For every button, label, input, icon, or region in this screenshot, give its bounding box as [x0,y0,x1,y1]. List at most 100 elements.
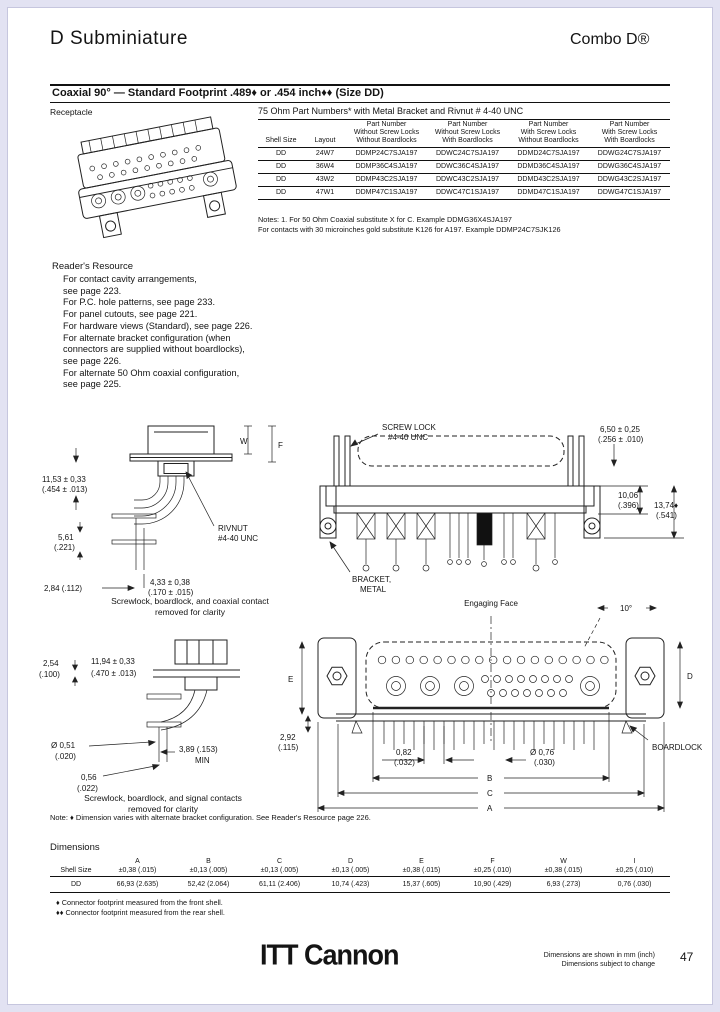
dim-label: (.170 ± .015) [148,588,194,597]
rear-view-drawing: SCREW LOCK #4-40 UNC 6,50 ± 0,25 (.256 ±… [319,423,684,594]
dim-letter-b: B [487,774,492,783]
col-dim-w: W±0,38 (.015) [528,857,599,877]
rr-item: For hardware views (Standard), see page … [63,320,253,331]
footnote-rear-shell: ♦♦ Connector footprint measured from the… [56,907,225,917]
rr-item: see page 223. [63,285,122,296]
dimensions-heading: Dimensions [50,842,100,853]
receptacle-label: Receptacle [50,107,93,117]
footer-disclaimer: Dimensions are shown in mm (inch) Dimens… [543,952,655,968]
dim-label: (.470 ± .013) [91,669,137,678]
receptacle-drawing [77,116,237,239]
doc-title-left: D Subminiature [50,28,188,49]
dim-label: 3,89 (.153) [179,745,218,754]
page-number: 47 [680,950,694,964]
col-dim-i: I±0,25 (.010) [599,857,670,877]
parts-table-title: 75 Ohm Part Numbers* with Metal Bracket … [258,106,524,116]
col-dim-b: B±0,13 (.005) [173,857,244,877]
dim-label: 0,82 [396,748,412,757]
rr-item: For contact cavity arrangements, [63,274,197,284]
rivnut-label: RIVNUT [218,524,248,533]
dim-letter-c: C [487,789,493,798]
section-rule-bottom [50,102,670,103]
rr-item: see page 226. [63,355,122,366]
table-row: DD 66,93 (2.635) 52,42 (2.064) 61,11 (2.… [50,876,670,893]
col-dim-e: E±0,38 (.015) [386,857,457,877]
front-view-drawing: Engaging Face 10° E D 2,92 (.115) 0,82 (… [278,599,703,813]
dim-label: 13,74♦ [654,501,678,510]
dim-letter-a: A [487,804,493,813]
boardlock-label: BOARDLOCK [652,743,703,752]
dim-label: (.020) [55,752,76,761]
col-dim-c: C±0,13 (.005) [244,857,315,877]
screwlock-label: #4-40 UNC [388,433,428,442]
dim-label: (.100) [39,670,60,679]
side-view2-drawing: 2,54 (.100) 11,94 ± 0,33 (.470 ± .013) Ø… [39,639,240,793]
rivnut-label: #4-40 UNC [218,534,258,543]
dim-label: 0,56 [81,773,97,782]
rr-item: For P.C. hole patterns, see page 233. [63,297,216,308]
dim-label: (.030) [534,758,555,767]
dim-label: 2,54 [43,659,59,668]
dim-label: 2,84 (.112) [44,584,82,593]
dim-label: Ø 0,76 [530,748,555,757]
bracket-label: BRACKET, [352,575,391,584]
col-shell-size: Shell Size [258,119,304,148]
side-view-caption: Screwlock, boardlock, and coaxial contac… [111,596,269,617]
screwlock-label: SCREW LOCK [382,423,436,432]
footnote-front-shell: ♦ Connector footprint measured from the … [56,898,223,907]
dim-label: 5,61 [58,533,74,542]
rr-item: see page 225. [63,379,122,390]
doc-title-right: Combo D® [570,31,650,48]
col-dim-d: D±0,13 (.005) [315,857,386,877]
col-shell-size: Shell Size [50,857,102,877]
dim-letter-d: D [687,672,693,681]
dimensions-table: Shell Size A±0,38 (.015) B±0,13 (.005) C… [50,857,670,893]
readers-resource-title: Reader's Resource [52,261,134,272]
bracket-label: METAL [360,585,387,594]
dim-letter-e: E [288,675,293,684]
drawing-note: Note: ♦ Dimension varies with alternate … [50,813,371,822]
section-title: Coaxial 90° — Standard Footprint .489♦ o… [52,87,384,99]
col-layout: Layout [304,119,346,148]
dim-label: 10,06 [618,491,639,500]
itt-cannon-logo: ITT Cannon [260,939,399,971]
dim-letter-w: W [240,437,248,446]
dim-label: 6,50 ± 0,25 [600,425,641,434]
dim-label: (.541) [656,511,677,520]
rr-item: For panel cutouts, see page 221. [63,309,198,320]
rr-item: For alternate 50 Ohm coaxial configurati… [63,367,240,378]
dim-label: 2,92 [280,733,296,742]
rr-item: connectors are supplied without boardloc… [63,344,245,355]
dim-label: Ø 0,51 [51,741,76,750]
dim-letter-f: F [278,441,283,450]
dim-label: (.032) [394,758,415,767]
rr-item: For alternate bracket configuration (whe… [63,332,231,343]
engaging-face-label: Engaging Face [464,599,518,608]
dim-label: 4,33 ± 0,38 [150,578,191,587]
angle-label: 10° [620,604,632,613]
col-dim-a: A±0,38 (.015) [102,857,173,877]
side-view-drawing: 11,53 ± 0,33 (.454 ± .013) 5,61 (.221) 2… [42,425,283,597]
dimension-footnotes: ♦ Connector footprint measured from the … [56,898,225,917]
dim-label: MIN [195,756,210,765]
side-view2-caption: Screwlock, boardlock, and signal contact… [84,793,242,814]
dim-label: (.454 ± .013) [42,485,88,494]
section-rule-top [50,84,670,86]
dim-label: (.396) [618,501,639,510]
note-line-2: For contacts with 30 microinches gold su… [258,224,561,234]
dim-label: 11,94 ± 0,33 [91,657,135,666]
parts-table-notes: Notes: 1. For 50 Ohm Coaxial substitute … [258,215,561,234]
note-line-1: Notes: 1. For 50 Ohm Coaxial substitute … [258,215,512,224]
dim-label: (.256 ± .010) [598,435,644,444]
col-dim-f: F±0,25 (.010) [457,857,528,877]
dim-label: 11,53 ± 0,33 [42,475,86,484]
